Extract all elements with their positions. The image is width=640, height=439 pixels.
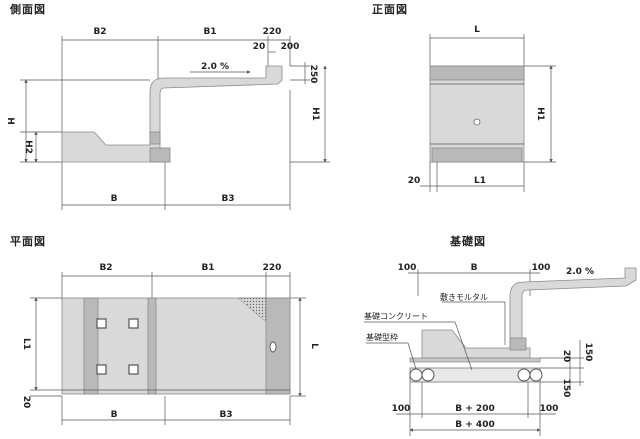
- label-b3: B3: [219, 410, 232, 420]
- label-100: 100: [532, 263, 551, 273]
- foundation-gutter-profile: [509, 267, 637, 349]
- plan-view: 平面図 B2 B1 220 L1 L 20 B B3: [10, 234, 319, 425]
- plan-anchor-square: [128, 364, 139, 375]
- side-view-title: 側面図: [9, 2, 46, 16]
- side-base-block: [149, 147, 171, 163]
- label-slope: 2.0 %: [201, 62, 229, 72]
- foundation-view-title: 基礎図: [449, 234, 486, 248]
- label-b3: B3: [221, 194, 234, 204]
- side-joint-block: [149, 131, 161, 145]
- label-b1: B1: [203, 27, 216, 37]
- label-100: 100: [398, 263, 417, 273]
- label-220: 220: [263, 27, 282, 37]
- plan-view-title: 平面図: [10, 234, 46, 248]
- label-slope: 2.0 %: [566, 267, 594, 277]
- label-b2: B2: [93, 27, 106, 37]
- label-b: B: [111, 194, 118, 204]
- plan-hatched-corner: [237, 297, 267, 323]
- front-view-title: 正面図: [372, 2, 408, 16]
- foundation-joint-block: [509, 337, 527, 351]
- plan-body: [61, 297, 291, 395]
- label-b: B: [111, 410, 118, 420]
- label-b-plus-200: B + 200: [455, 404, 494, 414]
- label-20: 20: [408, 176, 421, 186]
- label-b-plus-400: B + 400: [455, 420, 494, 430]
- leader-concrete: [454, 321, 473, 371]
- foundation-form-log: [421, 368, 435, 382]
- label-200: 200: [281, 42, 300, 52]
- label-250: 250: [308, 65, 318, 84]
- plan-channel-mid: [147, 297, 157, 395]
- label-20: 20: [21, 396, 31, 409]
- label-150: 150: [583, 343, 593, 362]
- label-h1: H1: [535, 107, 545, 121]
- foundation-view: 基礎図: [364, 234, 637, 436]
- foundation-form-log: [409, 368, 423, 382]
- plan-anchor-square: [128, 318, 139, 329]
- label-b: B: [471, 263, 478, 273]
- side-view: 側面図 B2 B1 220 20 200 2.0 % 250: [5, 2, 330, 210]
- label-220: 220: [263, 263, 282, 273]
- label-l1: L1: [21, 338, 31, 350]
- front-drain-hole: [473, 118, 481, 126]
- front-top-band: [429, 65, 525, 81]
- plan-drain-hole: [269, 341, 277, 353]
- label-b1: B1: [201, 263, 214, 273]
- label-h2: H2: [23, 140, 33, 154]
- label-100: 100: [392, 404, 411, 414]
- label-h1: H1: [310, 107, 320, 121]
- label-form: 基礎型枠: [366, 332, 398, 342]
- label-20: 20: [253, 42, 266, 52]
- leader-form: [407, 342, 417, 370]
- label-150: 150: [561, 379, 571, 398]
- label-l1: L1: [474, 176, 486, 186]
- label-l: L: [474, 25, 480, 35]
- plan-channel-left: [83, 297, 99, 395]
- front-view: 正面図 L H1 20 L1: [372, 2, 556, 192]
- label-b2: B2: [99, 263, 112, 273]
- foundation-mortar-bed: [409, 357, 541, 363]
- label-100: 100: [540, 404, 559, 414]
- label-concrete: 基礎コンクリート: [364, 311, 428, 321]
- label-h: H: [5, 117, 15, 125]
- foundation-form-log: [517, 368, 531, 382]
- label-l: L: [309, 343, 319, 349]
- plan-anchor-square: [96, 318, 107, 329]
- label-mortar: 敷きモルタル: [440, 292, 488, 302]
- front-body: [429, 65, 525, 163]
- front-bottom-band: [431, 147, 523, 163]
- plan-anchor-square: [96, 364, 107, 375]
- label-20: 20: [561, 350, 571, 363]
- foundation-form-log: [529, 368, 543, 382]
- side-section-profile: [61, 65, 283, 163]
